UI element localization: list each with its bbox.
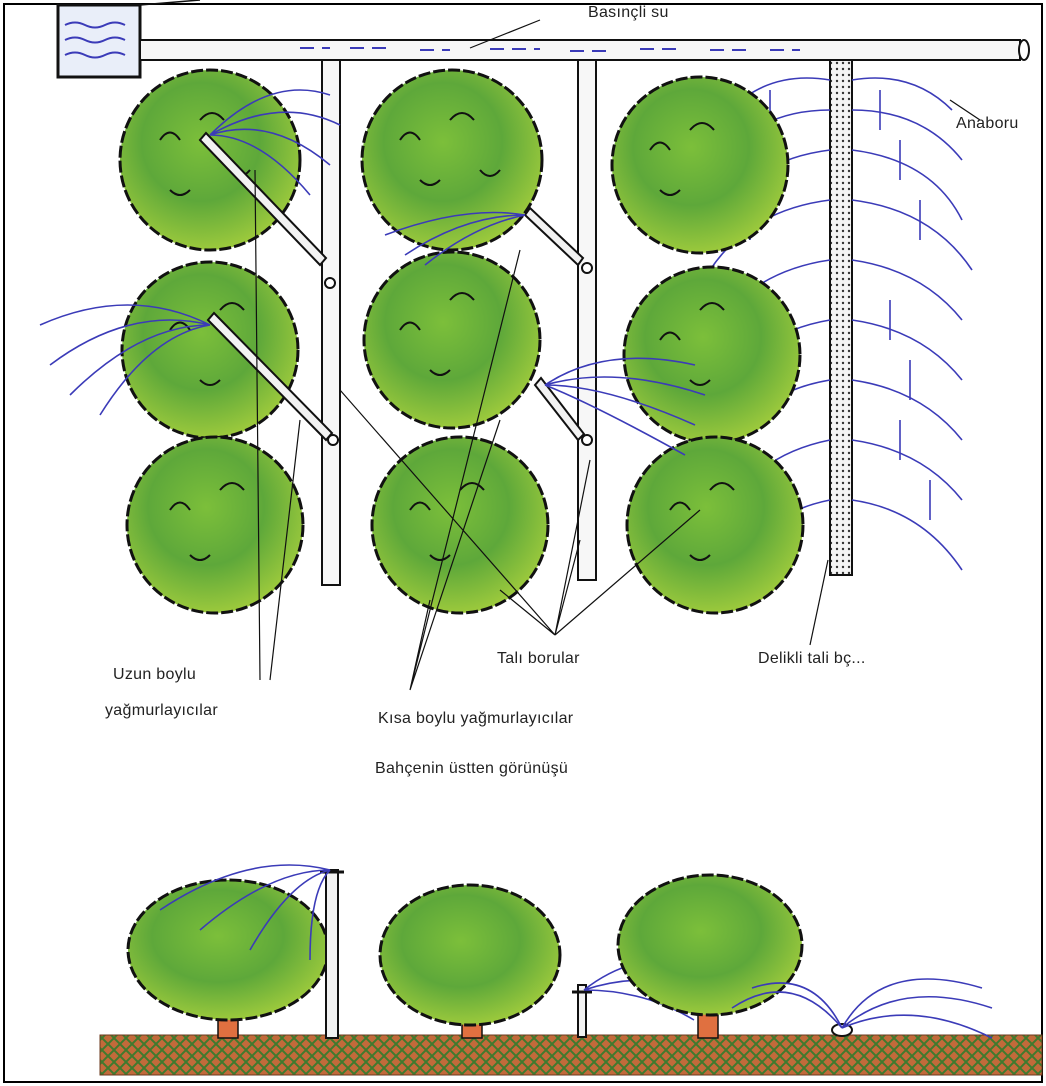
tree-r2c3 <box>624 267 800 443</box>
leader-lines <box>255 20 980 690</box>
lateral-pipes-label: Talı borular <box>497 650 580 668</box>
tall-sprinklers-label-line2: yağmurlayıcılar <box>105 702 218 720</box>
side-view <box>100 865 1042 1075</box>
tree-r3c1 <box>127 437 303 613</box>
lateral-pipe-1 <box>322 60 340 585</box>
side-tree-2 <box>380 885 560 1038</box>
top-view-caption: Bahçenin üstten görünüşü <box>375 760 568 778</box>
tall-sprinklers-label-line1: Uzun boylu <box>113 666 196 684</box>
pressurized-water-label: Basınçli su <box>588 4 669 22</box>
lateral-pipe-2 <box>578 60 596 580</box>
tree-r1c2 <box>362 70 542 250</box>
tree-r1c3 <box>612 77 788 253</box>
tree-r1c1 <box>120 70 300 250</box>
short-sprinklers-label: Kısa boylu yağmurlayıcılar <box>378 710 573 728</box>
side-tree-3 <box>618 875 802 1038</box>
side-tree-1 <box>128 880 328 1038</box>
perforated-lateral-pipe <box>830 60 852 575</box>
tree-r2c1 <box>122 262 298 438</box>
tree-r3c2 <box>372 437 548 613</box>
tree-r2c2 <box>364 252 540 428</box>
water-tank <box>58 0 200 77</box>
tree-r3c3 <box>627 437 803 613</box>
main-pipe <box>140 40 1029 60</box>
main-pipe-label: Anaboru <box>956 115 1019 133</box>
perforated-lateral-label: Delikli tali bç... <box>758 650 866 668</box>
